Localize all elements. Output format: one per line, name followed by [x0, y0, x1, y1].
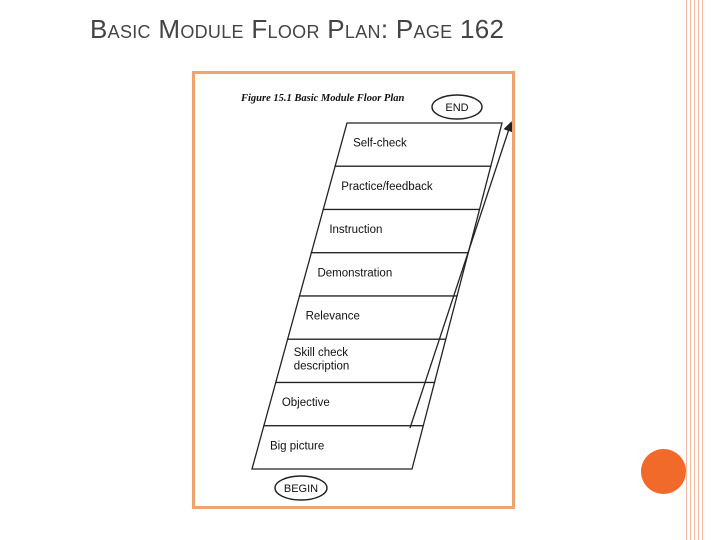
step-label: Instruction: [329, 224, 382, 236]
step-label: Relevance: [306, 311, 360, 323]
progress-arrow: [409, 121, 512, 429]
end-label: END: [445, 102, 468, 114]
decorative-stripe-1: [686, 0, 687, 540]
begin-label: BEGIN: [284, 483, 318, 495]
step-label: Practice/feedback: [341, 181, 433, 193]
figure-caption: Figure 15.1 Basic Module Floor Plan: [240, 93, 405, 104]
decorative-stripe-4: [698, 0, 699, 540]
decorative-stripe-2: [690, 0, 691, 540]
end-ellipse: [431, 94, 483, 120]
step-label: Big picture: [270, 440, 324, 452]
decorative-stripe-5: [702, 0, 703, 540]
step-label: Objective: [282, 397, 330, 409]
figure-frame: Figure 15.1 Basic Module Floor Plan Self…: [192, 71, 515, 509]
begin-ellipse: [274, 475, 328, 501]
step-label: Self-check: [353, 138, 407, 150]
decorative-dot: [641, 449, 686, 494]
floor-plan-diagram: Figure 15.1 Basic Module Floor Plan Self…: [240, 93, 512, 501]
step-box: [251, 425, 425, 470]
decorative-stripe-3: [694, 0, 695, 540]
step-label: Demonstration: [317, 267, 392, 279]
slide-title: Basic Module Floor Plan: Page 162: [90, 14, 505, 44]
